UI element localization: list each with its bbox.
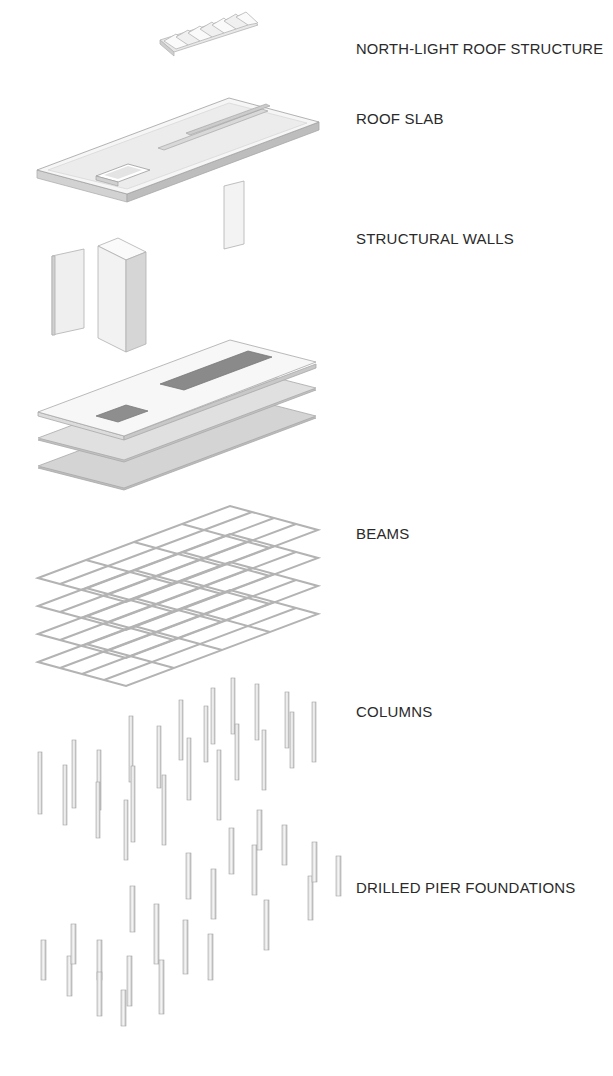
part-label: ROOF SLAB xyxy=(356,110,444,128)
part-label: DRILLED PIER FOUNDATIONS xyxy=(356,879,576,897)
roof-slab xyxy=(37,98,319,202)
part-label: STRUCTURAL WALLS xyxy=(356,230,514,248)
part-label: NORTH-LIGHT ROOF STRUCTURE xyxy=(356,40,603,58)
beam-grids xyxy=(38,506,318,686)
structural-walls xyxy=(52,181,244,352)
drilled-piers xyxy=(41,810,341,1026)
part-label: BEAMS xyxy=(356,525,410,543)
part-label: COLUMNS xyxy=(356,703,432,721)
north-light-roof xyxy=(160,12,258,56)
floor-slabs xyxy=(38,340,316,490)
columns xyxy=(38,678,316,860)
